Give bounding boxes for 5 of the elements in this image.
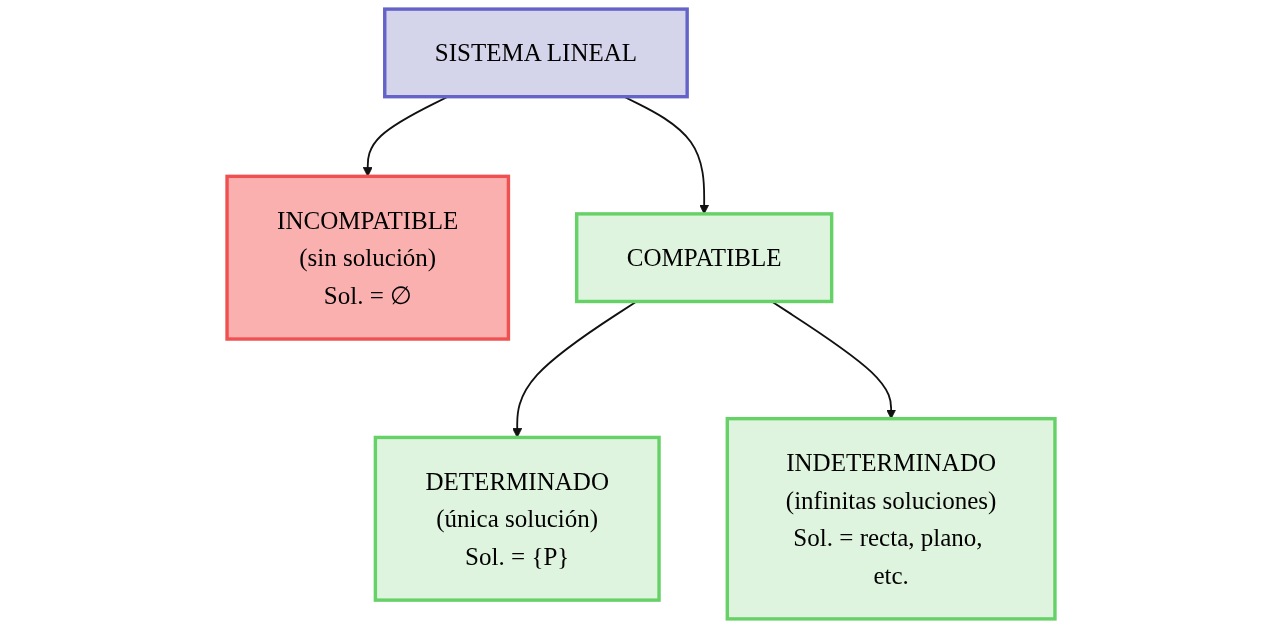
node-box: INCOMPATIBLE (sin solución) Sol. = ∅ [225, 174, 511, 341]
node-box: DETERMINADO (única solución) Sol. = {P} [373, 435, 661, 602]
node-box: SISTEMA LINEAL [383, 7, 689, 99]
node-box: COMPATIBLE [575, 212, 834, 304]
node-box: INDETERMINADO (infinitas soluciones) Sol. = recta, plano, etc. [725, 416, 1057, 621]
